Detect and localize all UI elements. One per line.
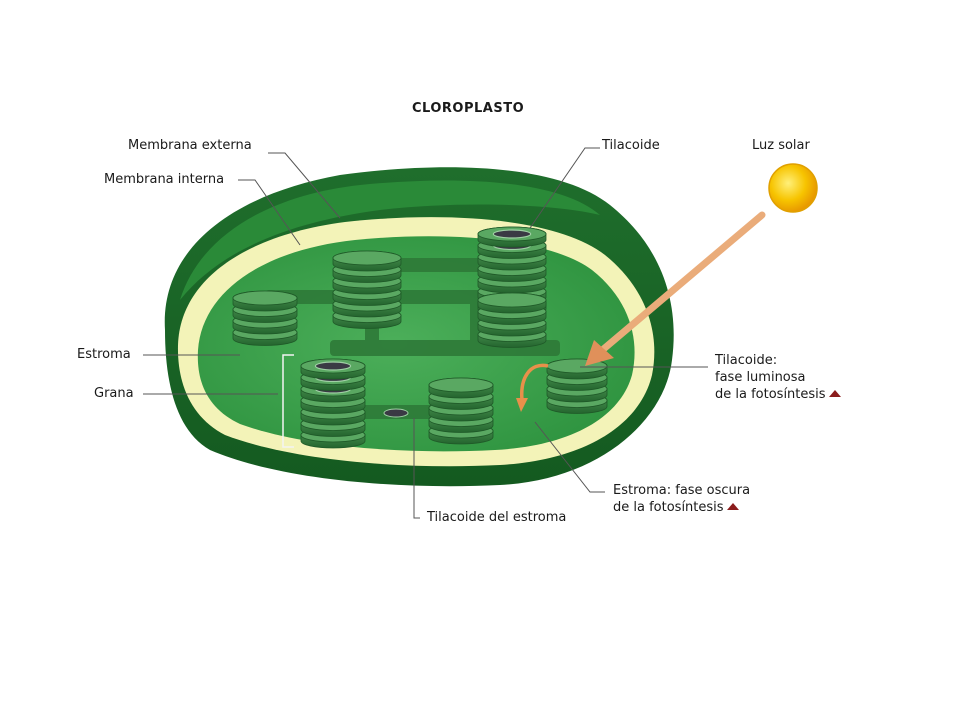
label-dark-phase-line2[interactable]: de la fotosíntesis	[613, 500, 739, 516]
label-light-phase-line3[interactable]: de la fotosíntesis	[715, 387, 841, 403]
dark-phase-arrow	[520, 363, 549, 401]
grana-bracket	[282, 354, 294, 448]
granum-stack	[477, 292, 547, 348]
thylakoid-disc-top	[332, 250, 402, 266]
dark-phase-arrowhead	[516, 398, 528, 412]
label-dark-phase-line1: Estroma: fase oscura	[613, 483, 751, 498]
granum-stack	[300, 358, 366, 449]
thylakoid-lumen	[492, 229, 532, 239]
link-triangle-icon[interactable]	[726, 503, 739, 510]
dark-phase-text: de la fotosíntesis	[613, 500, 724, 515]
label-thylakoid: Tilacoide	[602, 138, 660, 153]
label-stroma-thylakoid: Tilacoide del estroma	[427, 510, 567, 525]
granum-stack	[332, 250, 402, 329]
label-sunlight: Luz solar	[752, 138, 810, 153]
thylakoid-disc-top	[477, 292, 547, 308]
granum-stack	[546, 358, 608, 414]
granum-stack	[232, 290, 298, 346]
label-stroma: Estroma	[77, 347, 131, 362]
link-triangle-icon[interactable]	[828, 390, 841, 397]
stroma-thylakoid-opening	[383, 408, 409, 418]
label-inner-membrane: Membrana interna	[104, 172, 225, 187]
label-outer-membrane: Membrana externa	[128, 138, 252, 153]
label-light-phase-line2: fase luminosa	[715, 370, 806, 385]
leader-lines	[143, 147, 708, 519]
thylakoid-disc-top	[232, 290, 298, 306]
thylakoid-lumen	[314, 361, 352, 371]
grana-stacks	[232, 226, 608, 449]
granum-stack	[428, 377, 494, 445]
sunlight-arrow	[585, 211, 766, 366]
sun-icon	[768, 163, 818, 213]
outer-membrane-top	[180, 180, 600, 300]
thylakoid-disc-top	[428, 377, 494, 393]
light-phase-text: de la fotosíntesis	[715, 387, 826, 402]
diagram-title: CLOROPLASTO	[412, 101, 525, 116]
label-light-phase-line1: Tilacoide:	[715, 353, 778, 368]
label-grana: Grana	[94, 386, 134, 401]
